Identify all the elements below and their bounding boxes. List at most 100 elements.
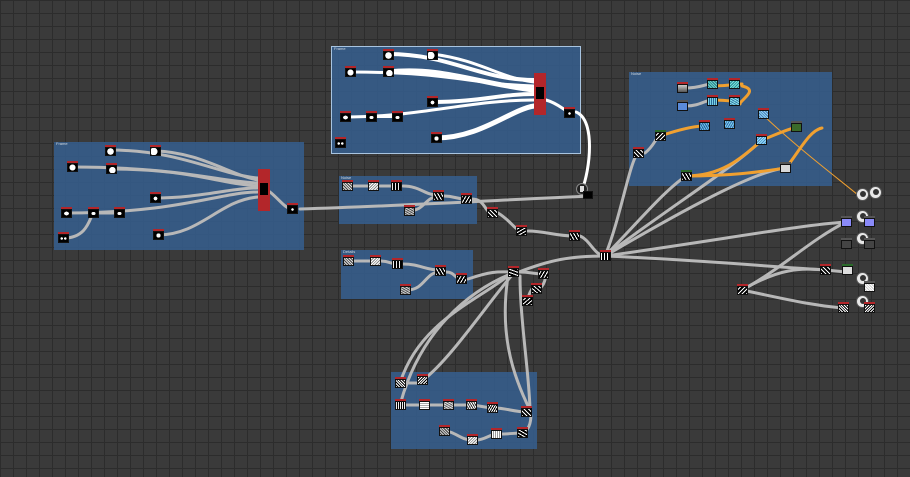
color-node[interactable] xyxy=(677,100,688,111)
ellipse-thumbnail-icon xyxy=(393,114,402,121)
color-noise-node[interactable] xyxy=(707,78,718,89)
process-node[interactable] xyxy=(737,284,748,295)
noise-node[interactable] xyxy=(368,180,379,191)
noise-node[interactable] xyxy=(404,205,415,216)
process-node[interactable] xyxy=(522,295,533,306)
color-noise-thumbnail-icon xyxy=(725,121,734,128)
blend-small-node[interactable] xyxy=(521,406,532,417)
process-node[interactable] xyxy=(655,130,666,141)
output-node[interactable] xyxy=(864,238,875,249)
shape-node[interactable] xyxy=(427,49,438,60)
noise-node[interactable] xyxy=(392,258,403,269)
shape-node[interactable] xyxy=(431,132,442,143)
shape-node[interactable] xyxy=(58,232,69,243)
noise-thumbnail-icon xyxy=(539,271,548,278)
process-node[interactable] xyxy=(820,264,831,275)
output-node[interactable] xyxy=(838,302,849,313)
noise-node[interactable] xyxy=(466,399,477,410)
noise-thumbnail-icon xyxy=(440,428,449,435)
output-node[interactable] xyxy=(864,302,875,313)
noise-node[interactable] xyxy=(487,402,498,413)
color-noise-node[interactable] xyxy=(707,95,718,106)
shape-node[interactable] xyxy=(150,192,161,203)
process-node[interactable] xyxy=(569,230,580,241)
shape-node[interactable] xyxy=(345,66,356,77)
shape-node[interactable] xyxy=(106,163,117,174)
blend-node[interactable] xyxy=(258,169,270,211)
shape-node[interactable] xyxy=(150,145,161,156)
shape-node[interactable] xyxy=(383,49,394,60)
output-node[interactable] xyxy=(842,264,853,275)
color-noise-node[interactable] xyxy=(729,78,740,89)
shape-node[interactable] xyxy=(67,161,78,172)
noise-node[interactable] xyxy=(395,377,406,388)
noise-node[interactable] xyxy=(391,180,402,191)
color-noise-node[interactable] xyxy=(756,134,767,145)
noise-node[interactable] xyxy=(395,399,406,410)
ellipse-thumbnail-icon xyxy=(89,210,98,217)
shape-node[interactable] xyxy=(335,137,346,148)
dot-thumbnail-icon xyxy=(151,195,160,202)
noise-node[interactable] xyxy=(467,434,478,445)
color-node[interactable] xyxy=(791,121,802,132)
output-node[interactable] xyxy=(564,107,575,118)
shape-node[interactable] xyxy=(88,207,99,218)
sphere-icon[interactable] xyxy=(869,186,882,199)
color-noise-thumbnail-icon xyxy=(757,137,766,144)
shape-node[interactable] xyxy=(383,66,394,77)
shape-node[interactable] xyxy=(392,111,403,122)
noise-node[interactable] xyxy=(343,255,354,266)
process-node[interactable] xyxy=(531,283,542,294)
sphere-icon[interactable] xyxy=(856,188,869,201)
noise-thumbnail-icon xyxy=(839,305,848,312)
noise-thumbnail-icon xyxy=(434,193,443,200)
blend-small-node[interactable] xyxy=(435,265,446,276)
noise-node[interactable] xyxy=(417,374,428,385)
noise-node[interactable] xyxy=(370,255,381,266)
shape-node[interactable] xyxy=(105,145,116,156)
process-node[interactable] xyxy=(538,268,549,279)
shape-node[interactable] xyxy=(153,229,164,240)
shape-node[interactable] xyxy=(340,111,351,122)
blend-small-node[interactable] xyxy=(456,273,467,284)
noise-node[interactable] xyxy=(419,399,430,410)
gradient-node[interactable] xyxy=(677,82,688,93)
output-node[interactable] xyxy=(864,281,875,292)
color-noise-node[interactable] xyxy=(699,120,710,131)
process-node[interactable] xyxy=(487,207,498,218)
shape-node[interactable] xyxy=(427,96,438,107)
process-node[interactable] xyxy=(600,250,611,261)
output-icon xyxy=(584,192,592,198)
output-node[interactable] xyxy=(841,238,852,249)
noise-node[interactable] xyxy=(439,425,450,436)
noise-node[interactable] xyxy=(342,180,353,191)
frame-mid-1[interactable]: Noise xyxy=(339,175,477,224)
blend-small-node[interactable] xyxy=(433,190,444,201)
shape-node[interactable] xyxy=(366,111,377,122)
process-node[interactable] xyxy=(681,170,692,181)
noise-node[interactable] xyxy=(400,284,411,295)
noise-thumbnail-icon xyxy=(821,267,830,274)
color-noise-node[interactable] xyxy=(729,95,740,106)
color-swatch-icon xyxy=(865,241,874,248)
process-node[interactable] xyxy=(633,147,644,158)
noise-thumbnail-icon xyxy=(518,430,527,437)
shape-node[interactable] xyxy=(114,207,125,218)
noise-node[interactable] xyxy=(491,428,502,439)
shape-node[interactable] xyxy=(61,207,72,218)
color-node[interactable] xyxy=(780,162,791,173)
output-node[interactable] xyxy=(864,216,875,227)
blend-small-node[interactable] xyxy=(461,193,472,204)
process-node[interactable] xyxy=(508,266,519,277)
noise-node[interactable] xyxy=(443,399,454,410)
process-node[interactable] xyxy=(516,225,527,236)
output-node[interactable] xyxy=(287,203,298,214)
blend-node[interactable] xyxy=(534,73,546,115)
noise-node[interactable] xyxy=(517,427,528,438)
output-node[interactable] xyxy=(841,216,852,227)
output-node[interactable] xyxy=(583,191,593,199)
color-noise-node[interactable] xyxy=(724,118,735,129)
color-noise-node[interactable] xyxy=(758,108,769,119)
